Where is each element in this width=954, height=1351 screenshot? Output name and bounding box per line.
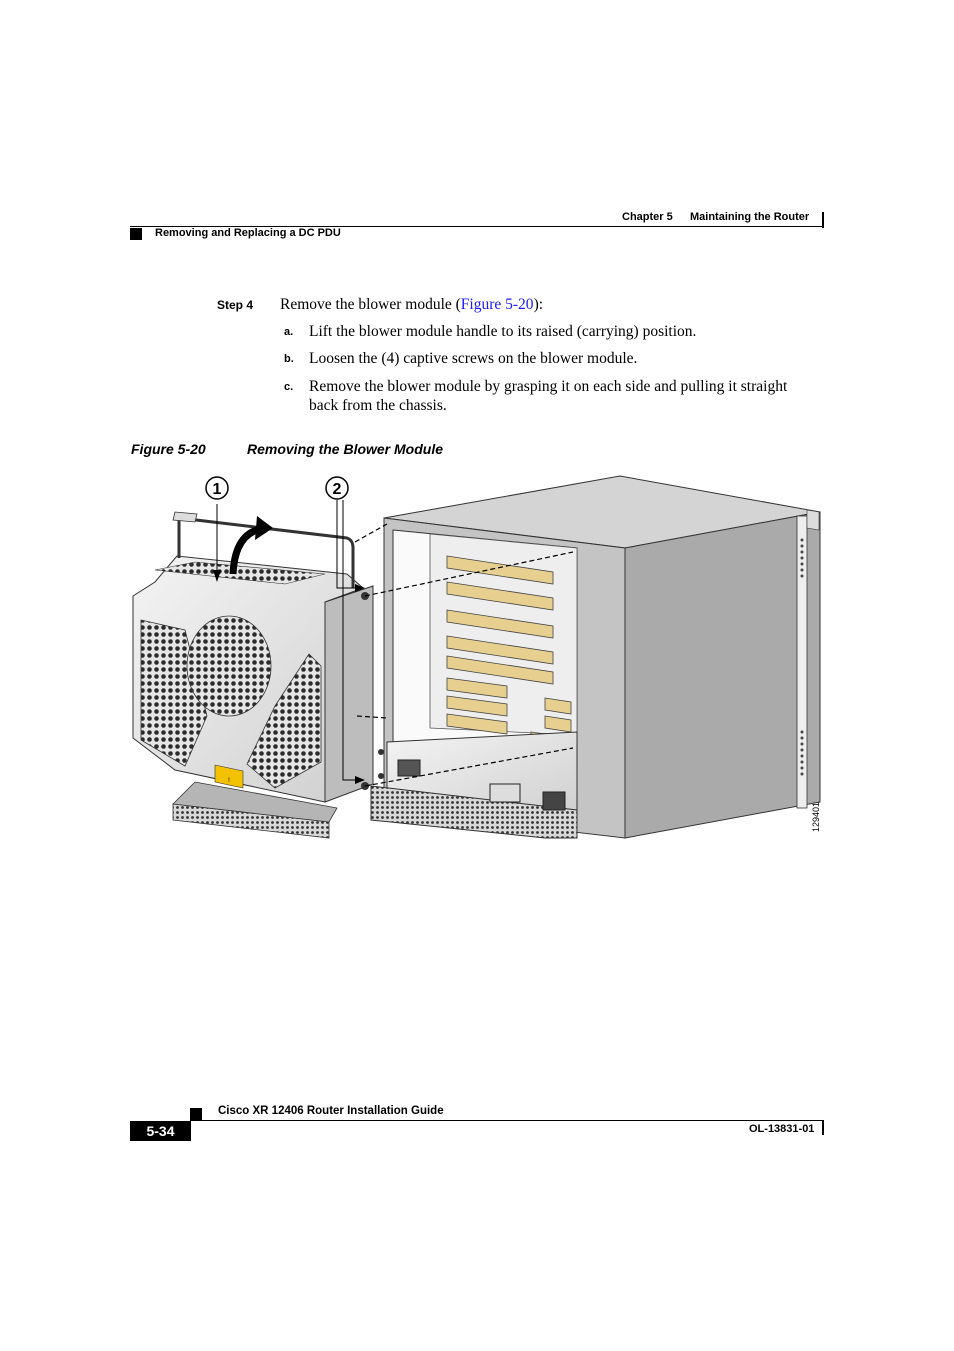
substep-a-letter: a. [284,326,294,338]
page-number: 5-34 [146,1123,175,1139]
header-chapter: Chapter 5 [622,211,673,223]
header-section: Removing and Replacing a DC PDU [155,227,341,239]
substep-c-line1: Remove the blower module by grasping it … [309,378,788,395]
header-square [130,228,142,240]
header-right-tick [822,212,824,228]
router-chassis [370,475,821,839]
substep-c-letter: c. [284,381,294,393]
callout-2-leader [336,500,357,781]
blower-module-illustration: ! 1 2 129401 [132,475,821,839]
blower-module: ! [132,504,384,839]
art-id: 129401 [811,802,821,832]
step-label: Step 4 [217,298,254,312]
header-rule [130,226,824,227]
footer-doc-number: OL-13831-01 [749,1123,815,1135]
alignment-lines [354,523,574,787]
header-chapter-title: Maintaining the Router [690,211,810,223]
figure-link[interactable]: Figure 5-20 [460,296,534,313]
substep-a-text: Lift the blower module handle to its rai… [309,323,697,340]
step-text-before: Remove the blower module ( [280,296,461,313]
substep-b-letter: b. [284,353,294,365]
substep-c-line2: back from the chassis. [309,397,447,414]
figure-number: Figure 5-20 [131,441,206,457]
footer-square [190,1108,202,1120]
footer-guide-title: Cisco XR 12406 Router Installation Guide [218,1105,444,1117]
step-text: Remove the blower module (Figure 5-20): [280,295,543,314]
figure-title: Removing the Blower Module [247,441,444,457]
page-number-box: 5-34 [130,1121,191,1141]
footer-rule [190,1120,824,1121]
svg-text:!: ! [228,777,230,784]
callout-1-label: 1 [213,481,222,498]
footer-right-tick [822,1121,824,1135]
substep-b-text: Loosen the (4) captive screws on the blo… [309,350,638,367]
step-text-after: ): [533,296,544,313]
callout-2-label: 2 [333,481,342,498]
